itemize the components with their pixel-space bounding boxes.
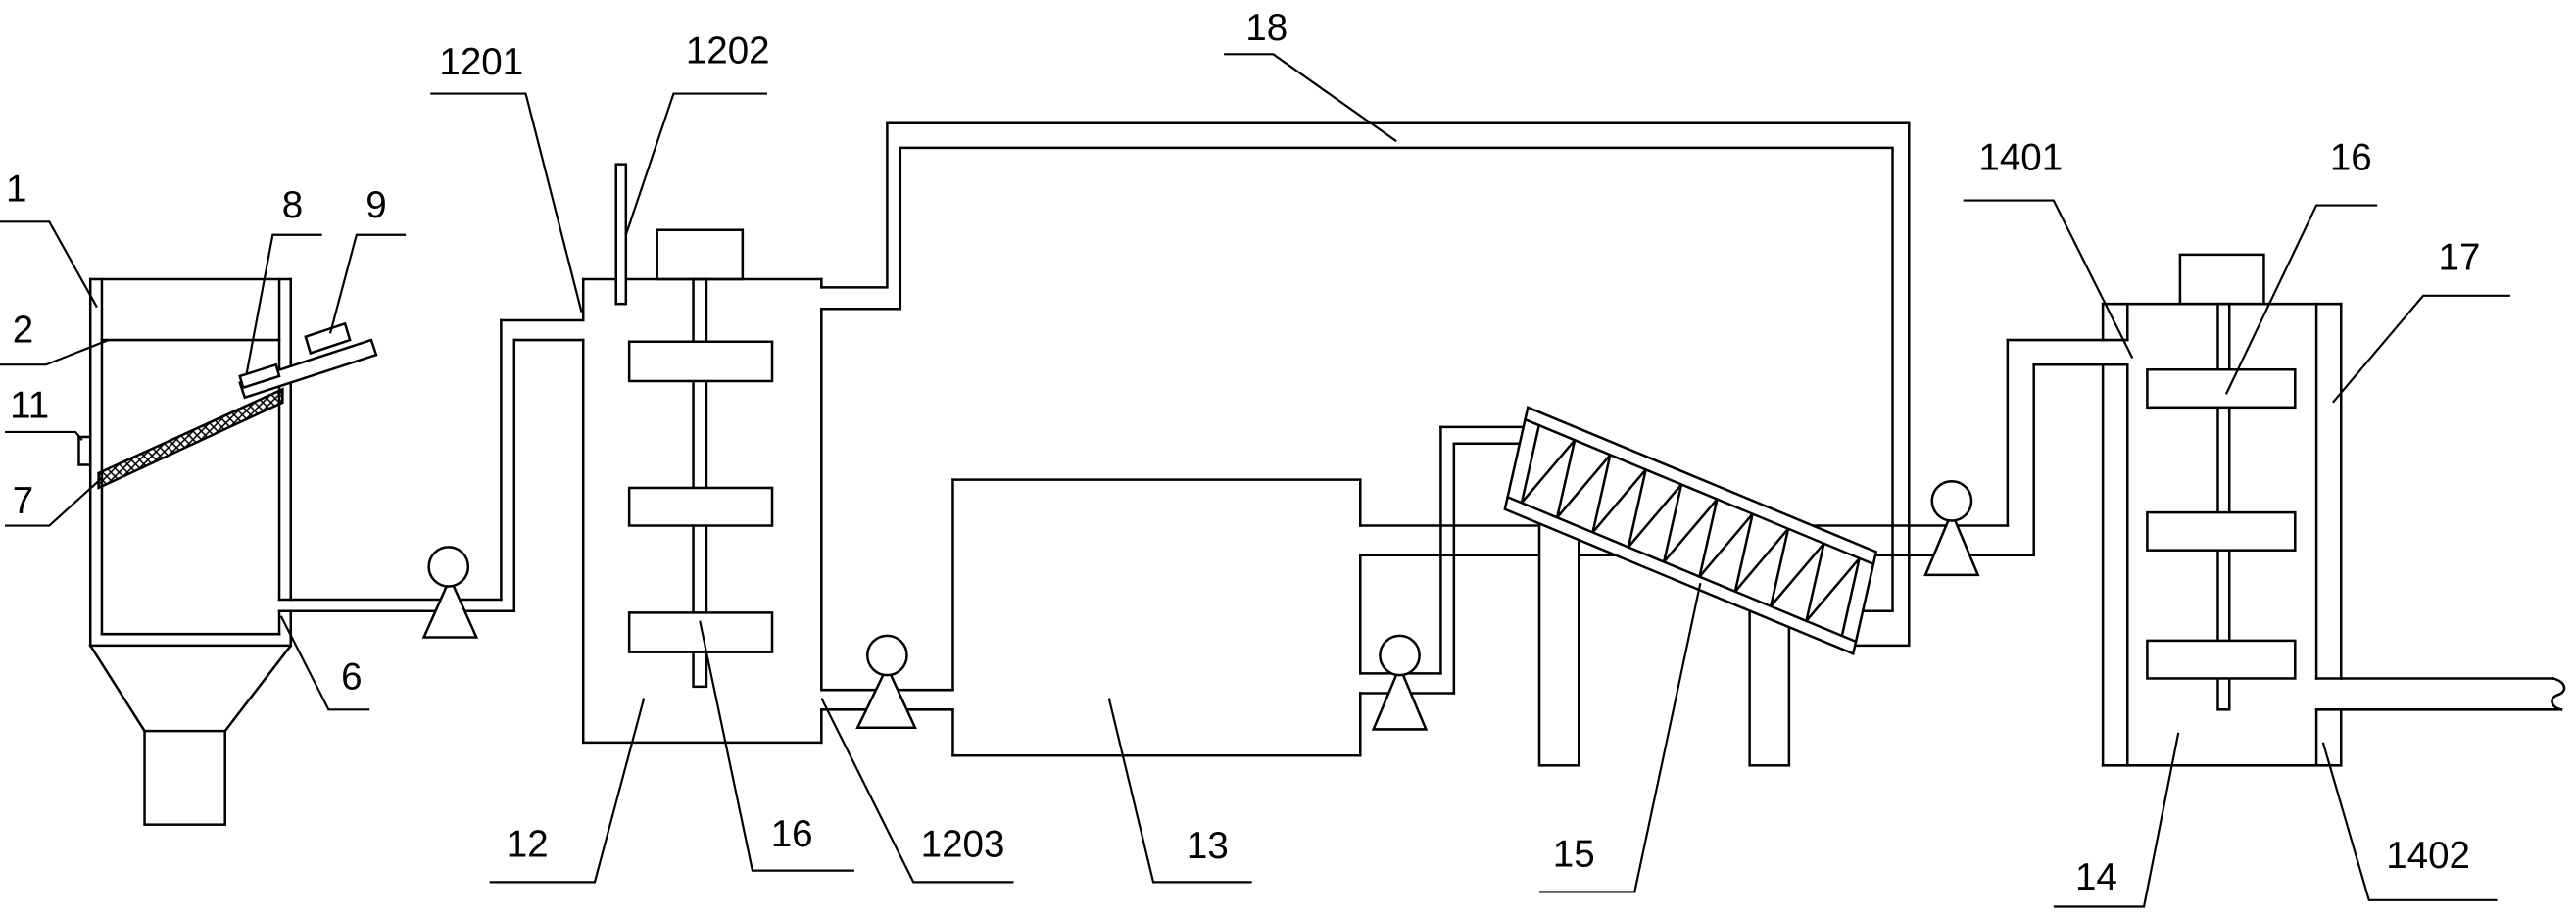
pump-4-base — [1923, 508, 1980, 577]
pump-1-body — [427, 546, 470, 588]
callout-12: 12 — [507, 823, 549, 865]
pipe-6 — [277, 318, 585, 612]
tank-12-shaft-16 — [692, 277, 708, 689]
outlet-break-mark — [2551, 676, 2566, 711]
tank-12-motor — [656, 228, 745, 281]
leader-18 — [1224, 53, 1397, 143]
screw-15-inner-bottom — [1506, 495, 1858, 644]
leader-1203 — [820, 698, 1014, 884]
feed-tube-1202 — [614, 163, 628, 306]
callout-labels: 1 2 11 7 8 9 6 1201 1202 12 16 1203 13 1… — [6, 7, 2480, 898]
leader-16-right — [2224, 204, 2378, 395]
slide-rail — [238, 338, 378, 400]
callout-7: 7 — [13, 480, 33, 522]
tank-14 — [2101, 253, 2566, 767]
leader-1202 — [624, 92, 767, 236]
pipe-18 — [820, 121, 1911, 648]
pump-3-base — [1371, 663, 1429, 731]
pump-1-base — [421, 575, 479, 639]
leader-1 — [0, 220, 98, 309]
leader-lines — [0, 53, 2510, 908]
callout-8: 8 — [282, 184, 303, 226]
leader-11 — [5, 430, 83, 442]
callout-18: 18 — [1245, 7, 1288, 49]
callout-1203: 1203 — [921, 823, 1005, 865]
tank-1 — [77, 277, 378, 826]
callout-16-right: 16 — [2330, 136, 2372, 178]
screw-conveyor-15 — [1503, 406, 1878, 656]
callout-14: 14 — [2075, 856, 2117, 898]
pump-2-body — [866, 634, 908, 677]
pump-1 — [421, 546, 479, 639]
tank-14-paddle-top — [2146, 367, 2297, 410]
leader-8 — [245, 233, 322, 375]
callout-16-left: 16 — [771, 813, 813, 855]
callout-9: 9 — [365, 184, 386, 226]
leader-16-left — [699, 620, 854, 872]
callout-2: 2 — [13, 310, 33, 352]
screw-support-leg-left — [1537, 510, 1580, 767]
leader-1402 — [2321, 742, 2498, 901]
callout-13: 13 — [1187, 825, 1229, 867]
part-11-port — [77, 435, 92, 466]
hopper-right-side — [222, 644, 293, 733]
pump-3 — [1371, 634, 1429, 731]
leader-15 — [1539, 582, 1702, 893]
screen-7 — [97, 387, 284, 490]
pipe-18-inner — [820, 146, 1894, 612]
tank-13 — [951, 478, 1362, 757]
callout-1402: 1402 — [2386, 835, 2470, 877]
screw-15-flights — [1520, 423, 1861, 638]
leader-14 — [2053, 732, 2180, 908]
leader-1201 — [430, 92, 583, 313]
callout-15: 15 — [1553, 833, 1595, 875]
screw-15-inner-top — [1523, 417, 1875, 566]
pump-4 — [1923, 480, 1980, 577]
leader-13 — [1107, 698, 1252, 884]
callout-1: 1 — [6, 168, 26, 210]
leader-1401 — [1963, 199, 2134, 359]
pump-2 — [855, 634, 917, 730]
part-8 — [238, 362, 281, 390]
leader-17 — [2332, 294, 2510, 404]
hopper-left-side — [88, 644, 147, 733]
pump-4-body — [1930, 480, 1973, 522]
callout-17: 17 — [2439, 237, 2481, 279]
tank-14-motor — [2178, 253, 2265, 306]
leader-6 — [279, 615, 370, 711]
tank-14-paddle-middle — [2146, 510, 2297, 552]
callout-1201: 1201 — [439, 41, 523, 83]
callout-11: 11 — [10, 385, 49, 427]
tank-12-paddle-middle — [627, 486, 774, 527]
pump-2-base — [855, 663, 917, 730]
tank-12 — [581, 163, 823, 745]
leader-12 — [489, 698, 646, 884]
tank-12-paddle-bottom — [627, 611, 774, 653]
callout-1401: 1401 — [1978, 136, 2063, 178]
callout-6: 6 — [341, 655, 362, 698]
pipe-18-outer — [820, 121, 1911, 648]
leader-2 — [0, 339, 110, 366]
tank-12-paddle-top — [627, 340, 774, 383]
hopper-discharge — [143, 729, 226, 826]
leader-7 — [5, 477, 103, 527]
screw-support-leg-right — [1748, 598, 1791, 767]
leader-9 — [328, 233, 407, 334]
tank-14-shaft-16 — [2216, 302, 2231, 711]
callout-1202: 1202 — [686, 29, 770, 72]
tank-14-paddle-bottom — [2146, 639, 2297, 680]
pump-3-body — [1379, 634, 1421, 677]
